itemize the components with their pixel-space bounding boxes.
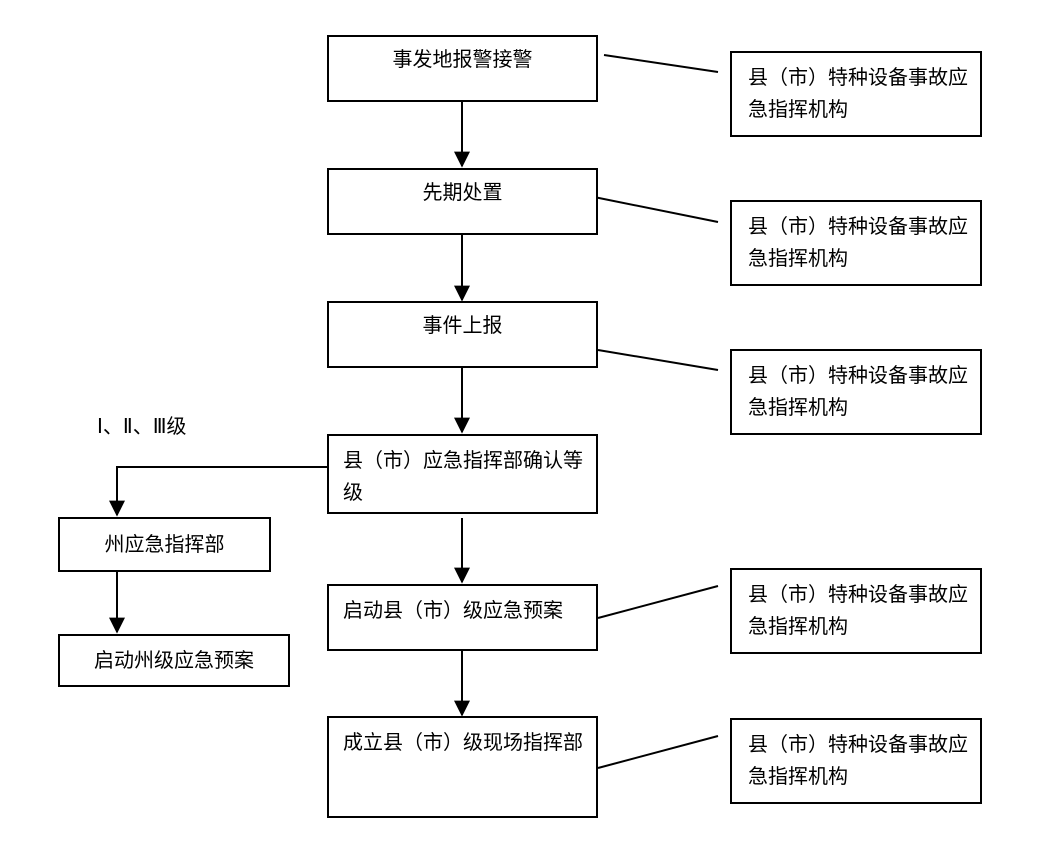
branch-line [109,466,328,517]
side-line-1 [603,54,719,73]
side-box-4: 县（市）特种设备事故应急指挥机构 [730,568,982,654]
branch-prefecture-command: 州应急指挥部 [58,517,271,572]
side-box-2: 县（市）特种设备事故应急指挥机构 [730,200,982,286]
step-event-report: 事件上报 [327,301,598,368]
side-box-5: 县（市）特种设备事故应急指挥机构 [730,718,982,804]
level-label: Ⅰ、Ⅱ、Ⅲ级 [97,414,187,438]
side-box-1: 县（市）特种设备事故应急指挥机构 [730,51,982,137]
step-activate-county-plan: 启动县（市）级应急预案 [327,584,598,651]
side-line-4 [597,585,719,619]
side-line-5 [597,735,719,769]
step-initial-response: 先期处置 [327,168,598,235]
step-confirm-level: 县（市）应急指挥部确认等级 [327,434,598,514]
step-establish-field-command: 成立县（市）级现场指挥部 [327,716,598,818]
step-report-receive: 事发地报警接警 [327,35,598,102]
side-line-2 [593,196,719,223]
branch-activate-prefecture-plan: 启动州级应急预案 [58,634,290,687]
side-line-3 [597,349,719,371]
side-box-3: 县（市）特种设备事故应急指挥机构 [730,349,982,435]
